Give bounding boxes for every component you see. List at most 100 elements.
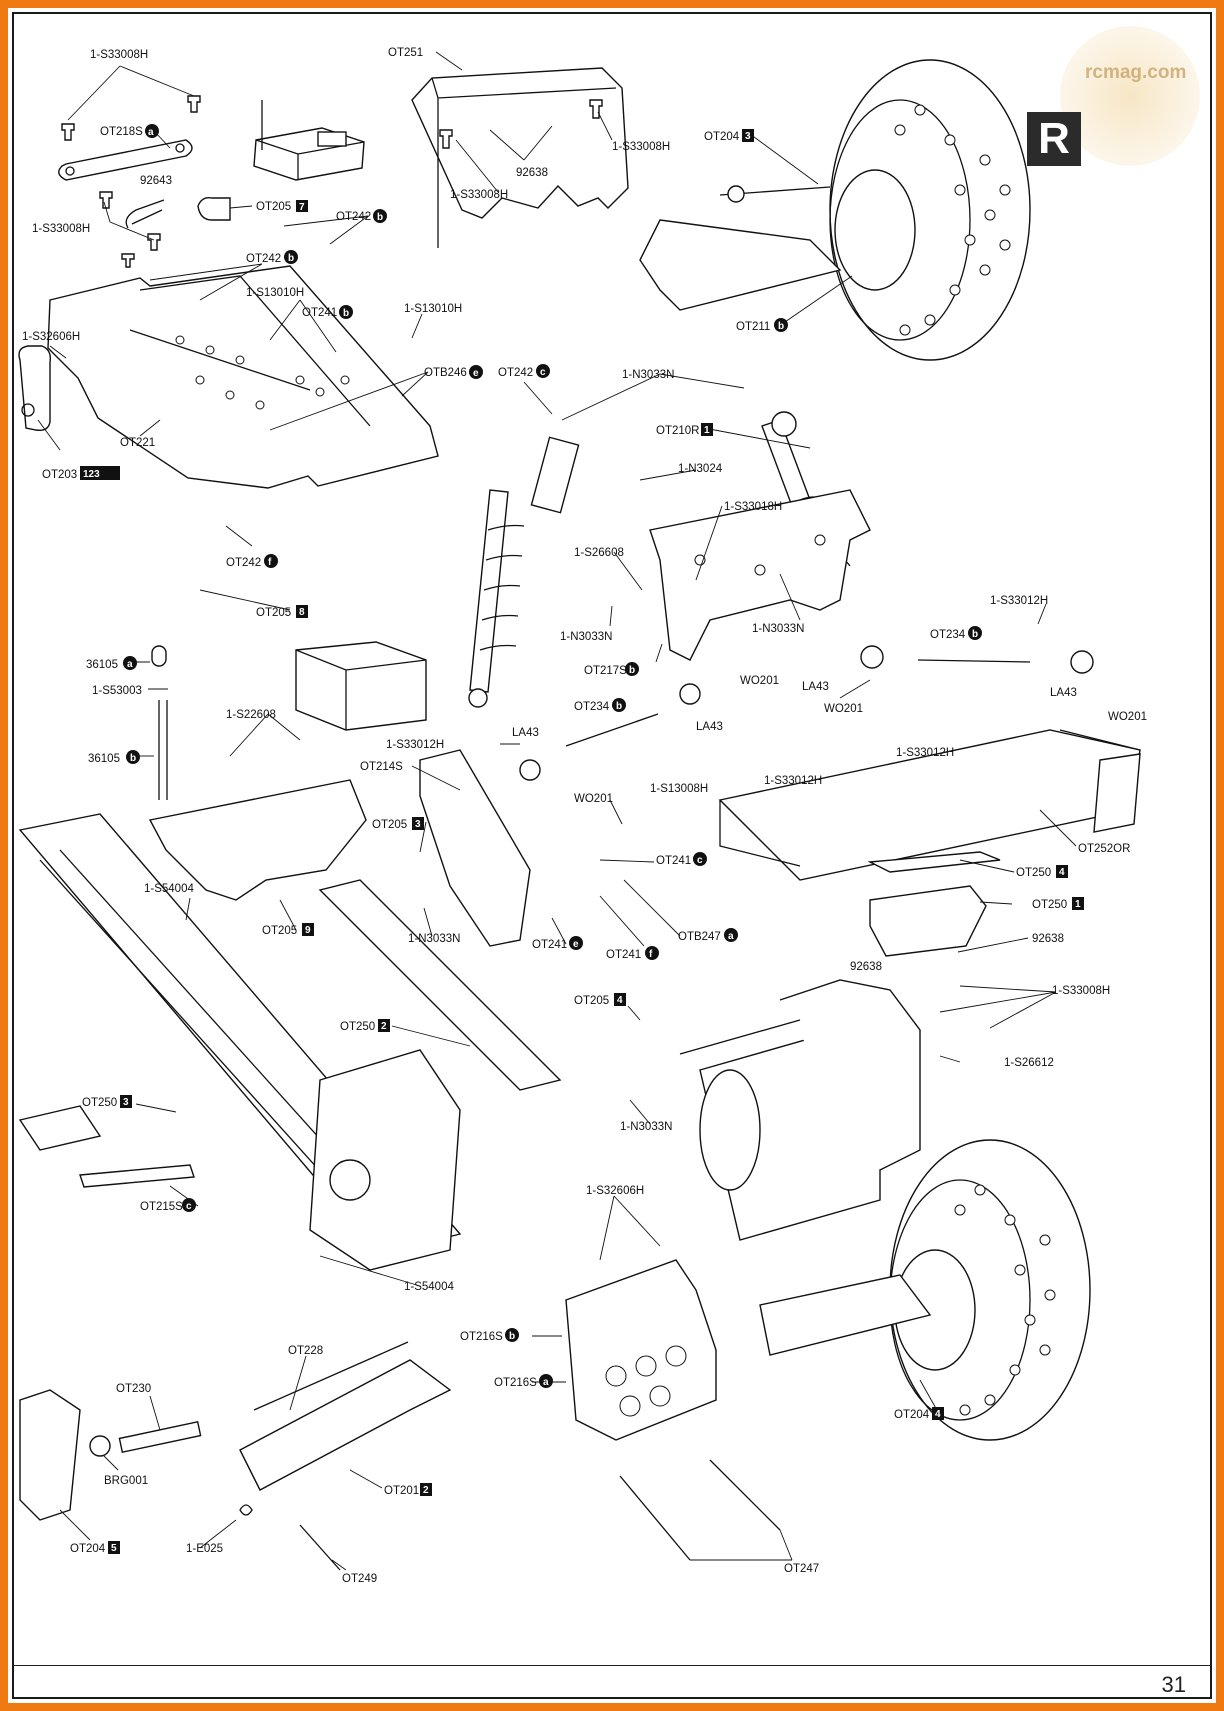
tag-ot204-4: 4 — [935, 1409, 941, 1420]
tag-ot210r: 1 — [704, 425, 710, 436]
label-s53003: 1-S53003 — [92, 685, 142, 697]
tag-ot250-4: 4 — [1059, 867, 1065, 878]
tag-ot216s-b: b — [509, 1331, 515, 1342]
tag-ot205-9: 9 — [305, 925, 311, 936]
label-ot203: OT203 — [42, 469, 77, 481]
label-ot218s: OT218S — [100, 126, 143, 138]
label-ot252or: OT252OR — [1078, 843, 1130, 855]
label-s32606h-b: 1-S32606H — [586, 1185, 644, 1197]
receiver-box — [253, 100, 365, 181]
label-wo201-d: WO201 — [574, 793, 613, 805]
label-s54004-b: 1-S54004 — [404, 1281, 454, 1293]
label-s13010h-a: 1-S13010H — [246, 287, 304, 299]
esc-box — [295, 641, 427, 731]
label-n3033n-c: 1-N3033N — [752, 623, 804, 635]
label-92638-a: 92638 — [516, 167, 548, 179]
watermark-text: rcmag.com — [1085, 62, 1187, 83]
label-ot249: OT249 — [342, 1573, 377, 1585]
label-ot250-1: OT250 — [1032, 899, 1067, 911]
label-s54004-a: 1-S54004 — [144, 883, 194, 895]
label-ot247: OT247 — [784, 1563, 819, 1575]
label-ot216s-a: OT216S — [494, 1377, 537, 1389]
label-s33008h-e: 1-S33008H — [1052, 985, 1110, 997]
label-otb246e: OTB246 — [424, 367, 467, 379]
label-ot215s: OT215S — [140, 1201, 183, 1213]
label-ot234b-b: OT234 — [574, 701, 610, 713]
chassis-plate-ot221 — [47, 265, 439, 489]
label-s26612: 1-S26612 — [1004, 1057, 1054, 1069]
label-s33012h-a: 1-S33012H — [990, 595, 1048, 607]
tag-ot241c: c — [697, 855, 703, 866]
label-ot201: OT201 — [384, 1485, 419, 1497]
tag-ot217s: b — [629, 665, 635, 676]
label-n3033n-d: 1-N3033N — [408, 933, 460, 945]
tag-ot250-3: 3 — [123, 1097, 129, 1108]
tag-ot242b-2: b — [288, 253, 294, 264]
label-ot242b-2: OT242 — [246, 253, 281, 265]
tag-ot241e: e — [573, 939, 579, 950]
tag-ot242c: c — [540, 367, 546, 378]
label-ot242f: OT242 — [226, 557, 261, 569]
parts-artwork — [18, 59, 1141, 1571]
label-ot210r: OT210R — [656, 425, 699, 437]
label-ot205-3: OT205 — [372, 819, 407, 831]
label-ot204-5: OT204 — [70, 1543, 106, 1555]
label-wo201-a: WO201 — [740, 675, 779, 687]
part-labels: 1-S33008H OT218S a 92643 1-S33008H OT205… — [22, 47, 1147, 1585]
tag-ot216s-a: a — [543, 1377, 549, 1388]
ot218s-link — [58, 139, 193, 181]
label-s33018h: 1-S33018H — [724, 501, 782, 513]
bottom-rule — [14, 1665, 1210, 1666]
label-s26608: 1-S26608 — [574, 547, 624, 559]
ot251-bracket — [411, 67, 629, 219]
tag-ot250-2: 2 — [381, 1021, 387, 1032]
tag-ot241b: b — [343, 308, 349, 319]
page-inner-border — [12, 12, 1212, 1699]
tag-ot203: 123 — [83, 469, 100, 480]
tag-ot234b-b: b — [616, 701, 622, 712]
label-ot205-7: OT205 — [256, 201, 291, 213]
label-ot250-4: OT250 — [1016, 867, 1051, 879]
left-shock — [468, 436, 580, 708]
tag-otb247a: a — [728, 931, 734, 942]
tag-ot242f: f — [268, 557, 272, 568]
label-92638-c: 92638 — [850, 961, 882, 973]
page-number: 31 — [1161, 1672, 1186, 1697]
watermark-logo — [1060, 26, 1200, 166]
label-s33008h-d: 1-S33008H — [612, 141, 670, 153]
label-s33008h-b: 1-S33008H — [32, 223, 90, 235]
label-wo201-b: WO201 — [824, 703, 863, 715]
label-s33012h-c: 1-S33012H — [386, 739, 444, 751]
label-la43-a: LA43 — [802, 681, 829, 693]
rear-wheel — [889, 1139, 1091, 1441]
rear-wing-ot252or — [718, 729, 1141, 881]
label-ot205-9: OT205 — [262, 925, 297, 937]
label-ot205-8: OT205 — [256, 607, 291, 619]
label-s33008h-c: 1-S33008H — [450, 189, 508, 201]
tag-ot242b-1: b — [377, 212, 383, 223]
label-n3033n-e: 1-N3033N — [620, 1121, 672, 1133]
tag-ot234b-a: b — [972, 629, 978, 640]
section-badge: R — [1027, 112, 1081, 166]
label-ot234b-a: OT234 — [930, 629, 966, 641]
label-wo201-c: WO201 — [1108, 711, 1147, 723]
label-s33012h-d: 1-S33012H — [764, 775, 822, 787]
label-n3033n-a: 1-N3033N — [622, 369, 674, 381]
label-ot241f: OT241 — [606, 949, 641, 961]
label-s32606h-a: 1-S32606H — [22, 331, 80, 343]
label-la43-d: LA43 — [696, 721, 723, 733]
label-ot241b: OT241 — [302, 307, 337, 319]
tag-ot205-7: 7 — [299, 202, 305, 213]
label-ot214s: OT214S — [360, 761, 403, 773]
tag-otb246e: e — [473, 368, 479, 379]
label-s13010h-b: 1-S13010H — [404, 303, 462, 315]
label-e025: 1-E025 — [186, 1543, 223, 1555]
label-ot230: OT230 — [116, 1383, 151, 1395]
tag-ot241f: f — [649, 949, 653, 960]
tag-ot205-8: 8 — [299, 607, 305, 618]
label-92638-b: 92638 — [1032, 933, 1064, 945]
label-ot250-3: OT250 — [82, 1097, 117, 1109]
tag-ot205-3: 3 — [415, 819, 421, 830]
label-92643: 92643 — [140, 175, 172, 187]
